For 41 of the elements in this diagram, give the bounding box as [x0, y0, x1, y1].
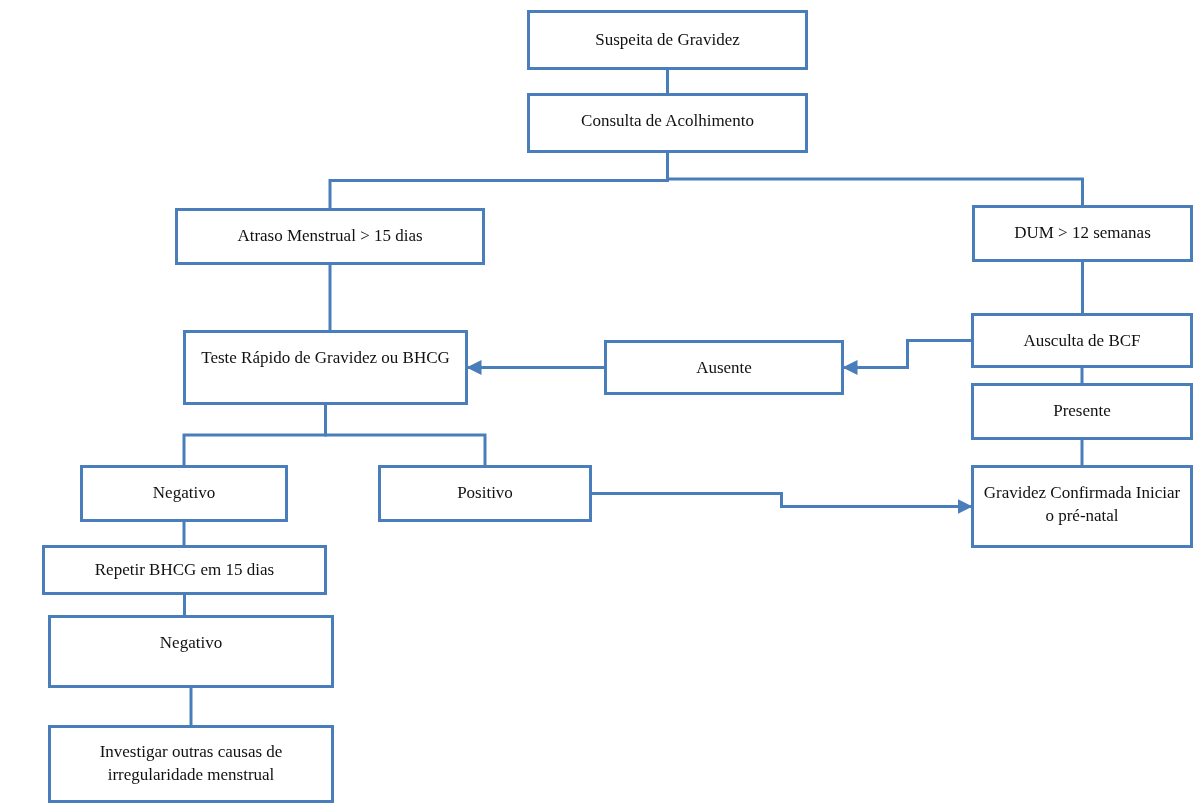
connector-line [324, 405, 487, 465]
connector-line [183, 595, 186, 615]
box-label: Negativo [159, 632, 223, 654]
process-box [80, 465, 288, 522]
box-label: Consulta de Acolhimento [581, 110, 754, 132]
arrow [592, 492, 973, 514]
box-label: Atraso Menstrual > 15 dias [237, 225, 423, 248]
process-box [972, 205, 1193, 262]
process-box [42, 545, 327, 595]
box-label: Gravidez Confirmada Iniciar o pré-natal [982, 482, 1182, 527]
process-box [183, 330, 468, 405]
process-box [604, 340, 844, 395]
box-label: Investigar outras causas de irregularidade menstrual [98, 741, 284, 786]
process-box [527, 93, 808, 153]
connector-line [1080, 368, 1084, 383]
connector-line [666, 153, 1084, 205]
process-box [175, 208, 485, 265]
box-label: Repetir BHCG em 15 dias [94, 558, 275, 581]
box-label: Teste Rápido de Gravidez ou BHCG [201, 347, 450, 369]
process-box [971, 313, 1193, 368]
process-box [378, 465, 592, 522]
connector-line [182, 522, 186, 545]
arrow [842, 339, 971, 375]
process-box [527, 10, 808, 70]
connector-line [666, 70, 669, 93]
connector-line [1080, 440, 1084, 465]
box-label: Ausculta de BCF [1023, 330, 1141, 352]
box-label: Negativo [152, 482, 216, 504]
process-box [48, 725, 334, 803]
arrow [466, 360, 604, 375]
connector-line [189, 688, 193, 725]
box-label: DUM > 12 semanas [1014, 222, 1151, 245]
box-label: Ausente [696, 357, 752, 379]
process-box [48, 615, 334, 688]
box-label: Suspeita de Gravidez [595, 28, 740, 51]
box-label: Positivo [457, 482, 513, 504]
process-box [971, 383, 1193, 440]
box-label: Presente [1053, 400, 1111, 423]
connector-line [328, 265, 332, 330]
process-box [971, 465, 1193, 548]
connector-line [1081, 262, 1084, 313]
